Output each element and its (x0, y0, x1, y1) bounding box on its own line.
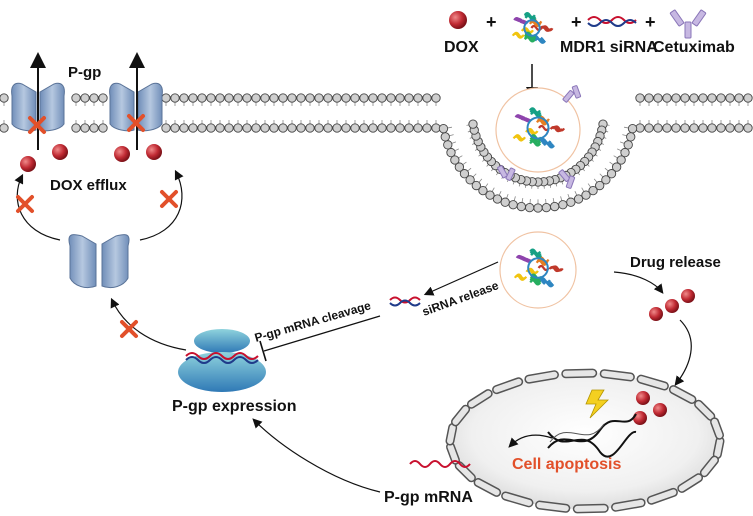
dox-particle (636, 391, 650, 405)
plus-sign: + (645, 12, 656, 32)
cycle-arrow-right (139, 169, 184, 241)
protein-icon (511, 12, 554, 44)
blocked-x-mark (16, 190, 178, 213)
plus-sign: + (571, 12, 582, 32)
dox-particle (649, 307, 663, 321)
protein-complex (513, 248, 564, 288)
cycle-arrow-left (14, 173, 61, 241)
dox-particle (52, 144, 68, 160)
lightning-icon (585, 389, 609, 419)
protein-complex (512, 107, 566, 149)
cetuximab-antibody (497, 85, 582, 189)
inhibition-line (263, 315, 381, 352)
dox-particle (681, 289, 695, 303)
dox-entry-arrow (674, 319, 692, 386)
dox-legend-icon (449, 11, 467, 29)
dna-helix (547, 413, 637, 458)
sirna-release-arrow (423, 261, 499, 296)
dox-particle (114, 146, 130, 162)
mdr1-sirna-label: MDR1 siRNA (560, 39, 658, 56)
nanoparticle-endocytosed (495, 87, 581, 173)
cetuximab-icon (669, 9, 707, 39)
apoptosis-arrow (508, 434, 553, 448)
dox-particle (20, 156, 36, 172)
mrna-strand (409, 460, 471, 468)
dox-particle (653, 403, 667, 417)
blocked-x-mark (28, 114, 145, 134)
drug-release-label: Drug release (630, 254, 721, 271)
pgp-pump-right (109, 82, 163, 132)
cell-apoptosis-label: Cell apoptosis (512, 456, 621, 473)
plus-sign: + (486, 12, 497, 32)
nuclear-envelope (445, 368, 725, 514)
pgp-expression-label: P-gp expression (172, 398, 296, 415)
sirna-release-label: siRNA release (420, 278, 501, 319)
sirna-duplex (389, 296, 421, 307)
pgp-mrna-label: P-gp mRNA (384, 489, 473, 506)
dox-legend-label: DOX (444, 39, 479, 56)
sirna-legend-icon (587, 16, 637, 27)
drug-release-arrow (613, 271, 664, 294)
pgp-label: P-gp (68, 64, 101, 81)
blocked-x-mark (120, 320, 138, 338)
dox-particle (146, 144, 162, 160)
ribosome (178, 329, 266, 392)
dox-particle (633, 411, 647, 425)
dox-efflux-label: DOX efflux (50, 177, 127, 194)
nanoparticle-released (499, 231, 577, 309)
mrna-export-arrow (252, 418, 381, 493)
cleavage-label: P-gp mRNA cleavage (253, 298, 373, 345)
cell-membrane (0, 93, 753, 213)
dox-particle (665, 299, 679, 313)
translation-arrow (110, 297, 187, 351)
cetuximab-label: Cetuximab (653, 39, 735, 56)
pgp-protein (68, 234, 130, 289)
inhibition-bar (259, 340, 267, 362)
